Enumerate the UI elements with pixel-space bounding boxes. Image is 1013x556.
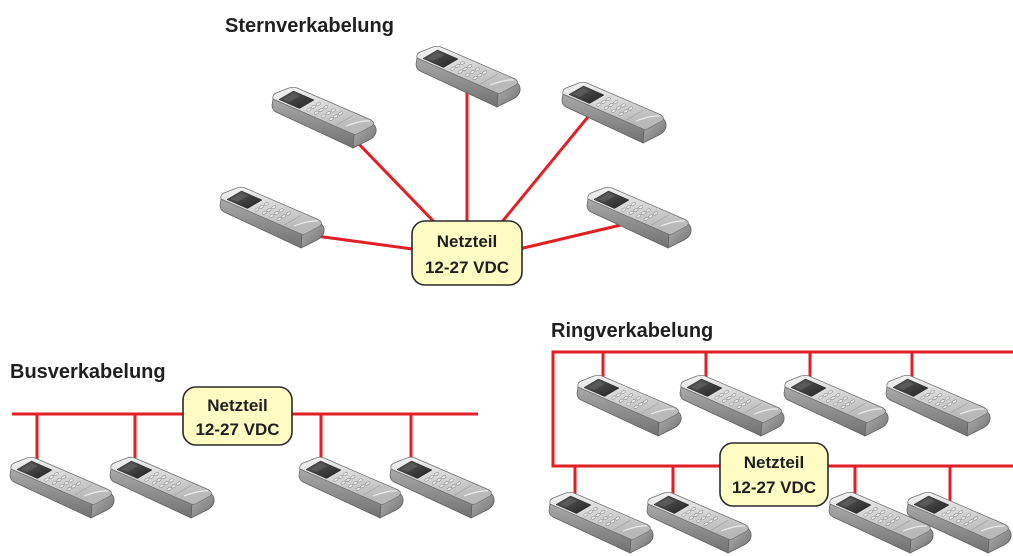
power-supply-voltage: 12-27 VDC xyxy=(732,478,816,497)
terminal-device-icon xyxy=(9,456,115,519)
terminal-device-icon xyxy=(271,86,377,149)
terminal-device-icon xyxy=(885,374,991,437)
star-topology-title: Sternverkabelung xyxy=(225,15,394,37)
terminal-device-icon xyxy=(389,456,495,519)
terminal-device-icon xyxy=(561,81,667,144)
power-supply-frame xyxy=(182,386,293,446)
power-supply-voltage: 12-27 VDC xyxy=(195,420,279,439)
star-cable xyxy=(315,234,421,252)
ring-topology-title: Ringverkabelung xyxy=(551,320,713,342)
terminal-device-icon xyxy=(586,186,692,249)
terminal-device-icon xyxy=(679,374,785,437)
star-cable xyxy=(495,111,594,229)
power-supply-label: Netzteil xyxy=(744,453,804,472)
star-cable xyxy=(514,222,626,252)
terminal-device-icon xyxy=(576,374,682,437)
bus-topology-title: Busverkabelung xyxy=(10,361,166,383)
terminal-device-icon xyxy=(298,456,404,519)
power-supply-box: Netzteil 12-27 VDC xyxy=(182,386,293,446)
power-supply-label: Netzteil xyxy=(437,232,497,251)
ring-topology: Netzteil 12-27 VDC Ringverkabelung xyxy=(548,320,1013,554)
star-cable xyxy=(353,138,442,230)
power-supply-frame xyxy=(411,220,523,286)
power-supply-box: Netzteil 12-27 VDC xyxy=(719,442,829,507)
power-supply-box: Netzteil 12-27 VDC xyxy=(411,220,523,286)
power-supply-frame xyxy=(719,442,829,507)
terminal-device-icon xyxy=(109,456,215,519)
bus-topology: Netzteil 12-27 VDC Busverkabelung xyxy=(9,361,495,519)
power-supply-label: Netzteil xyxy=(207,396,267,415)
terminal-device-icon xyxy=(219,186,325,249)
terminal-device-icon xyxy=(548,491,654,554)
star-topology: Netzteil 12-27 VDC Sternverkabelung xyxy=(219,15,692,286)
terminal-device-icon xyxy=(783,374,889,437)
power-supply-voltage: 12-27 VDC xyxy=(425,258,509,277)
